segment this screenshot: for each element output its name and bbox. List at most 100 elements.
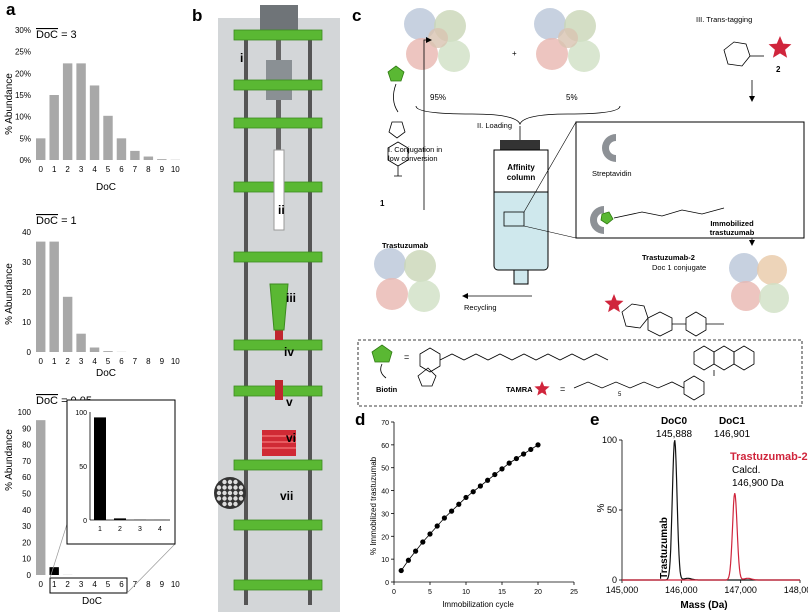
xtick-label: 2 bbox=[65, 165, 70, 174]
ytick-label: 25% bbox=[15, 48, 31, 57]
brace bbox=[415, 105, 621, 126]
recycling-label: Recycling bbox=[464, 303, 497, 312]
bar bbox=[36, 138, 46, 160]
d-point bbox=[499, 466, 505, 472]
xtick-label: 8 bbox=[146, 165, 151, 174]
ytick-label: 20 bbox=[22, 288, 31, 297]
e-series-line bbox=[622, 493, 800, 581]
panel-a-charts: DoC = 3 % Abundance 0%5%10%15%20%25%30% … bbox=[4, 26, 180, 607]
xtick-label: 3 bbox=[79, 357, 84, 366]
xtick-label: 2 bbox=[65, 580, 70, 589]
ytick-label: 15% bbox=[15, 91, 31, 100]
e-xtick-label: 145,000 bbox=[606, 585, 639, 595]
e-xtick-label: 146,000 bbox=[665, 585, 698, 595]
tamra-structure bbox=[573, 345, 755, 401]
ytick-label: 100 bbox=[18, 408, 32, 417]
ytick-label: 30 bbox=[22, 258, 31, 267]
bar bbox=[76, 333, 86, 352]
tamra-eq: = bbox=[560, 384, 565, 394]
chart-a-top-ylabel: % Abundance bbox=[4, 73, 15, 135]
d-point bbox=[427, 531, 433, 537]
xtick-label: 9 bbox=[160, 165, 165, 174]
peg-n-label: 5 bbox=[618, 392, 622, 398]
ytick-label: 10 bbox=[22, 318, 31, 327]
bar bbox=[49, 567, 59, 575]
d-xtick-label: 0 bbox=[392, 589, 396, 596]
antibody-trastuzumab-2 bbox=[729, 253, 789, 313]
ytick-label: 10 bbox=[22, 555, 31, 564]
bar bbox=[62, 296, 73, 352]
biotin-structure bbox=[417, 347, 609, 387]
frame-plate bbox=[233, 29, 323, 41]
plus-sign: + bbox=[512, 49, 517, 58]
d-point bbox=[492, 471, 498, 478]
zoom-line-bottom bbox=[523, 225, 577, 239]
apparatus-label: v bbox=[286, 395, 293, 409]
antibody-top-left bbox=[404, 8, 470, 72]
pct-5: 5% bbox=[566, 93, 578, 102]
apparatus-label: ii bbox=[278, 203, 285, 217]
column-label: column bbox=[507, 173, 536, 182]
ytick-label: 90 bbox=[22, 424, 31, 433]
calcd-label: Calcd. bbox=[732, 465, 760, 476]
tamra-star-icon-top bbox=[768, 36, 792, 58]
ytick-label: 30% bbox=[15, 26, 31, 35]
inset-xtick-label: 2 bbox=[118, 526, 122, 533]
xtick-label: 5 bbox=[106, 580, 111, 589]
antibody-trastuzumab bbox=[374, 248, 440, 312]
bar bbox=[89, 347, 100, 352]
calcd-value: 146,900 Da bbox=[732, 478, 784, 489]
xtick-label: 7 bbox=[133, 165, 138, 174]
d-point bbox=[405, 557, 411, 563]
d-point bbox=[449, 508, 455, 514]
zoom-line-left bbox=[49, 523, 68, 579]
apparatus-label: iii bbox=[286, 291, 296, 305]
xtick-label: 1 bbox=[52, 165, 57, 174]
d-point bbox=[528, 446, 534, 453]
xtick-label: 2 bbox=[65, 357, 70, 366]
d-point bbox=[413, 548, 419, 554]
d-ytick-label: 60 bbox=[381, 443, 389, 450]
biotin-icon bbox=[371, 344, 393, 379]
bar bbox=[76, 63, 86, 160]
ytick-label: 20% bbox=[15, 69, 31, 78]
tamra-star-icon-legend bbox=[534, 381, 550, 396]
bar bbox=[116, 138, 127, 160]
step-1-label: I. Conjugation in bbox=[388, 145, 442, 154]
filter-pattern-icon bbox=[214, 477, 246, 509]
bar bbox=[36, 241, 46, 352]
xtick-label: 5 bbox=[106, 165, 111, 174]
d-point bbox=[485, 477, 491, 483]
doc0-label: DoC0 bbox=[661, 416, 688, 427]
d-xtick-label: 10 bbox=[462, 589, 470, 596]
chart-d-ylabel: % Immobilized trastuzumab bbox=[369, 456, 378, 555]
inset-xtick-label: 1 bbox=[98, 526, 102, 533]
chart-a-mid-title: DoC = 1 bbox=[36, 215, 77, 227]
inset-ytick-label: 0 bbox=[83, 518, 87, 525]
chart-a-mid-ylabel: % Abundance bbox=[4, 263, 15, 325]
inset-xtick-label: 3 bbox=[138, 526, 142, 533]
xtick-label: 5 bbox=[106, 357, 111, 366]
xtick-label: 1 bbox=[52, 580, 57, 589]
affinity-label: Affinity bbox=[507, 163, 535, 172]
xtick-label: 0 bbox=[39, 357, 44, 366]
compound-1-label: 1 bbox=[380, 199, 385, 208]
panel-label-c: c bbox=[352, 6, 362, 25]
apparatus-label: vii bbox=[280, 489, 293, 503]
e-ytick-label: 0 bbox=[612, 575, 617, 585]
inset-bar bbox=[114, 518, 126, 520]
ytick-label: 50 bbox=[22, 490, 31, 499]
d-xtick-label: 20 bbox=[534, 589, 542, 596]
tamra-star-icon-product bbox=[604, 294, 624, 313]
xtick-label: 4 bbox=[92, 357, 97, 366]
d-point bbox=[521, 451, 527, 457]
red-filter-vi bbox=[262, 430, 296, 456]
xtick-label: 8 bbox=[146, 357, 151, 366]
frame-plate bbox=[233, 117, 323, 129]
doc0-value: 145,888 bbox=[656, 429, 693, 440]
d-ytick-label: 0 bbox=[385, 580, 389, 587]
bar bbox=[62, 63, 73, 160]
